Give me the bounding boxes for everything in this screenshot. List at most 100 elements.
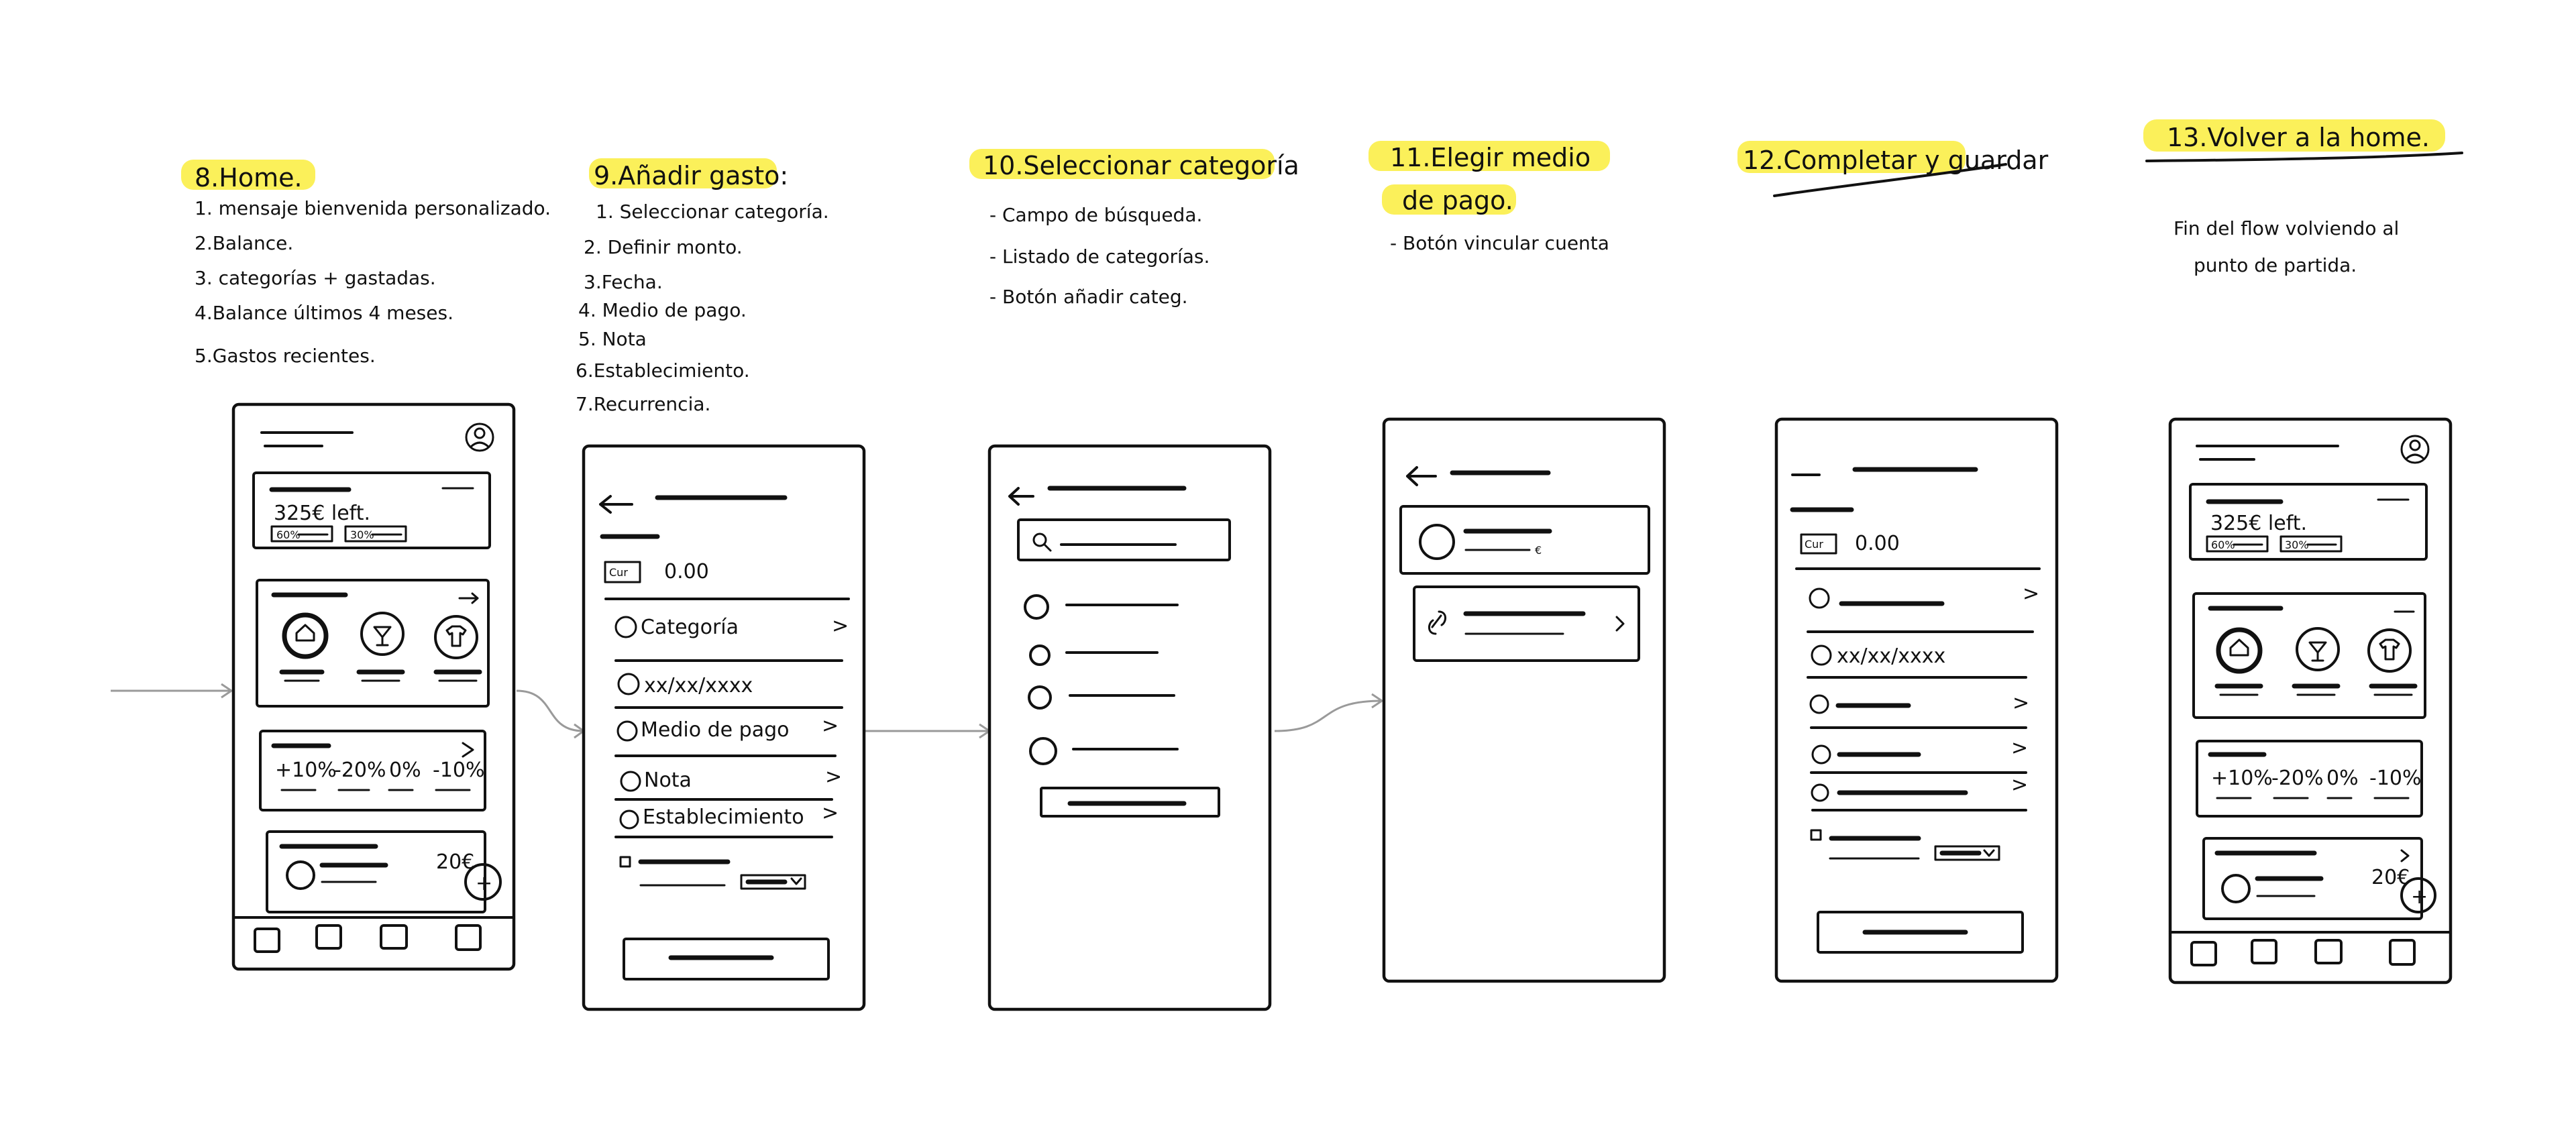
wireframe-completar-guardar: Cur 0.00 > xx/xx/xxxx > > > — [1774, 417, 2059, 983]
step-item: Fin del flow volviendo al — [2174, 217, 2399, 239]
cocktail-icon — [2296, 627, 2340, 671]
underline — [1773, 163, 2007, 197]
svg-text:>: > — [2023, 582, 2039, 606]
title-highlight — [1382, 184, 1516, 215]
svg-text:60%: 60% — [276, 528, 301, 541]
add-fab-icon — [2400, 877, 2436, 913]
step-item: 3. categorías + gastadas. — [195, 267, 436, 289]
step-9-notes: 9.Añadir gasto: 1. Seleccionar categoría… — [576, 158, 829, 415]
svg-text:-20%: -20% — [2271, 767, 2324, 790]
link-account-button-sketch — [1413, 585, 1640, 662]
svg-text:xx/xx/xxxx: xx/xx/xxxx — [644, 674, 753, 697]
step-item: - Botón vincular cuenta — [1390, 232, 1609, 254]
step-item: 5. Nota — [578, 328, 647, 350]
svg-text:>: > — [822, 801, 839, 825]
title-highlight — [181, 160, 315, 190]
step-item: 4.Balance últimos 4 meses. — [195, 302, 453, 324]
svg-text:+: + — [2411, 885, 2428, 909]
tab-icon-4 — [2389, 939, 2416, 966]
step-item: 1. Seleccionar categoría. — [596, 201, 829, 223]
step-title: 12.Completar y guardar — [1743, 146, 2049, 175]
title-highlight — [589, 158, 777, 188]
progress-pill — [344, 525, 407, 543]
svg-text:0%: 0% — [2326, 767, 2359, 790]
search-icon — [1032, 532, 1052, 552]
svg-text:Categoría: Categoría — [641, 616, 739, 639]
step-item: punto de partida. — [2194, 254, 2357, 276]
svg-text:>: > — [2012, 691, 2029, 715]
stats-card — [2196, 740, 2423, 818]
wireframe-home: 325€ left. 60% 30% +10% — [231, 402, 516, 971]
shirt-icon — [434, 615, 478, 659]
step-item: - Campo de búsqueda. — [989, 204, 1202, 226]
svg-text:+10%: +10% — [2211, 767, 2273, 790]
tab-icon-1 — [254, 928, 280, 953]
step-title: 8.Home. — [195, 163, 303, 192]
add-category-button-sketch — [1040, 787, 1220, 818]
svg-text:>: > — [825, 765, 842, 789]
step-13-notes: 13.Volver a la home. Fin del flow volvie… — [2143, 119, 2463, 276]
step-title: 9.Añadir gasto: — [594, 161, 788, 190]
svg-text:0.00: 0.00 — [1855, 532, 1900, 555]
step-item: - Botón añadir categ. — [989, 286, 1188, 308]
svg-text:€: € — [1535, 544, 1542, 557]
dropdown-sketch — [1934, 845, 2000, 861]
balance-card — [252, 471, 491, 549]
wireframe-seleccionar-categoria — [987, 444, 1272, 1011]
phone-frame — [1382, 417, 1666, 983]
home-icon — [282, 612, 329, 659]
step-11-notes: 11.Elegir medio de pago. - Botón vincula… — [1368, 141, 1610, 254]
tab-icon-1 — [2190, 941, 2217, 966]
connector-10-11-arrow — [1371, 693, 1384, 709]
svg-text:60%: 60% — [2211, 539, 2235, 551]
step-title: 13.Volver a la home. — [2167, 123, 2430, 152]
svg-text:-10%: -10% — [2369, 767, 2422, 790]
step-8-notes: 8.Home. 1. mensaje bienvenida personaliz… — [181, 160, 551, 367]
svg-text:>: > — [832, 614, 849, 638]
categories-card — [256, 579, 490, 708]
save-button-sketch — [1817, 911, 2024, 954]
shirt-icon — [2367, 628, 2412, 673]
svg-text:Nota: Nota — [644, 769, 692, 792]
tab-icon-3 — [2314, 939, 2343, 964]
svg-text:>: > — [2011, 773, 2028, 797]
svg-text:Cur: Cur — [609, 566, 628, 579]
save-button-sketch — [623, 938, 830, 980]
step-title: 10.Seleccionar categoría — [983, 151, 1299, 180]
connector-entry-arrow — [221, 683, 233, 699]
back-arrow-icon — [1406, 466, 1437, 486]
recent-card — [266, 830, 486, 913]
wireframe-anadir-gasto: Cur 0.00 Categoría > xx/xx/xxxx Medio de… — [582, 444, 866, 1011]
expense-avatar — [286, 860, 315, 890]
svg-text:+10%: +10% — [275, 759, 337, 782]
home-icon — [2216, 627, 2263, 674]
svg-text:-10%: -10% — [433, 759, 485, 782]
back-arrow-icon — [1008, 487, 1034, 506]
search-field-sketch — [1017, 518, 1231, 561]
step-title: de pago. — [1402, 186, 1513, 215]
currency-tag — [1800, 533, 1837, 555]
svg-text:>: > — [2011, 736, 2028, 760]
svg-text:Medio de pago: Medio de pago — [641, 718, 789, 742]
tab-icon-2 — [2251, 939, 2277, 964]
title-highlight — [2143, 119, 2445, 152]
phone-frame — [987, 444, 1272, 1011]
step-item: - Listado de categorías. — [989, 245, 1210, 268]
svg-text:Establecimiento: Establecimiento — [643, 805, 804, 829]
step-item: 1. mensaje bienvenida personalizado. — [195, 197, 551, 219]
balance-text: 325€ left. — [274, 502, 370, 525]
svg-text:-20%: -20% — [334, 759, 386, 782]
expense-avatar — [2221, 874, 2251, 903]
stats-card — [259, 730, 486, 811]
currency-tag — [604, 561, 641, 583]
step-12-notes: 12.Completar y guardar — [1737, 141, 2049, 197]
progress-pill — [2206, 535, 2269, 553]
profile-icon — [465, 423, 494, 452]
profile-icon — [2400, 435, 2430, 464]
wireframe-elegir-medio-de-pago: € — [1382, 417, 1666, 983]
step-item: 5.Gastos recientes. — [195, 345, 376, 367]
connector-10-11 — [1274, 699, 1383, 732]
svg-text:0.00: 0.00 — [664, 560, 709, 583]
step-10-notes: 10.Seleccionar categoría - Campo de búsq… — [969, 149, 1299, 308]
